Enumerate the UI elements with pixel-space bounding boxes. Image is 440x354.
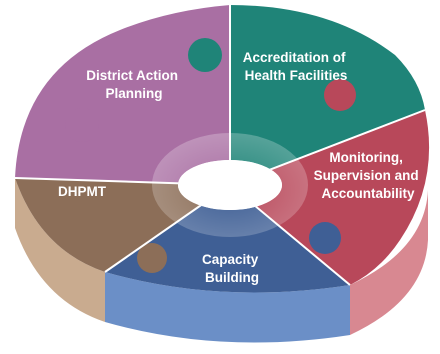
label-district-action: District Action Planning (86, 68, 182, 101)
center-hole (178, 160, 282, 210)
puzzle-tab-dhpmt (137, 243, 167, 273)
ring-top (14, 5, 430, 293)
segment-capacity (105, 185, 350, 293)
side-wall-capacity (105, 272, 350, 343)
puzzle-tab-capacity (309, 222, 341, 254)
puzzle-tab-district-action (65, 108, 99, 142)
puzzle-tab-monitoring (324, 79, 356, 111)
label-dhpmt: DHPMT (58, 184, 107, 199)
segment-monitoring (230, 110, 430, 285)
label-capacity: Capacity Building (202, 252, 262, 285)
puzzle-tab-accreditation (188, 38, 222, 72)
label-monitoring: Monitoring, Supervision and Accountabili… (314, 150, 423, 201)
label-accreditation: Accreditation of Health Facilities (243, 50, 350, 83)
side-wall-dhpmt (15, 178, 105, 322)
segment-district-action (15, 5, 230, 185)
ring-side-walls (15, 178, 428, 343)
side-wall-monitoring (350, 190, 428, 335)
